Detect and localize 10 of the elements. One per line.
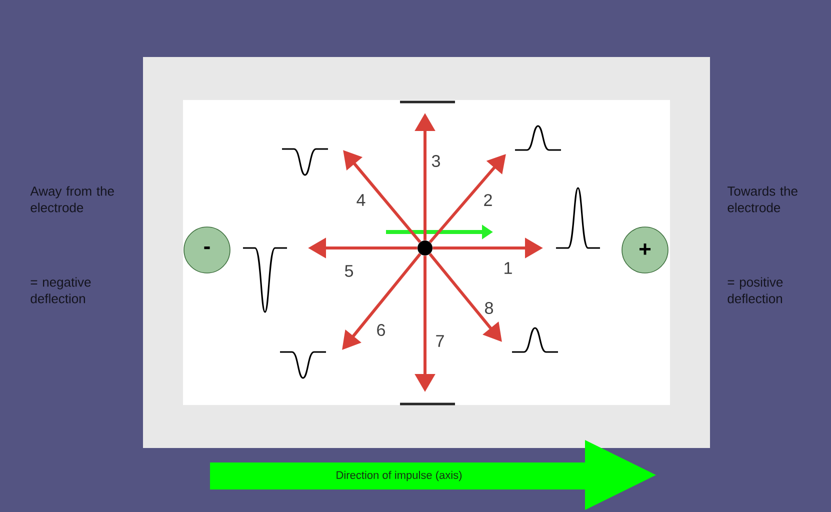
arrow-number: 5 [344,264,354,278]
center-dot [418,240,432,256]
arrow-number: 1 [502,262,514,274]
arrow-number: 4 [356,194,366,206]
side-note: = negative deflection [30,277,91,304]
side-note: Away from the electrode [30,186,114,212]
side-note: Towards the electrode [728,186,798,212]
arrow-number: 7 [434,334,446,348]
arrow-number: 2 [482,194,494,206]
side-note: = positive deflection [728,277,783,304]
